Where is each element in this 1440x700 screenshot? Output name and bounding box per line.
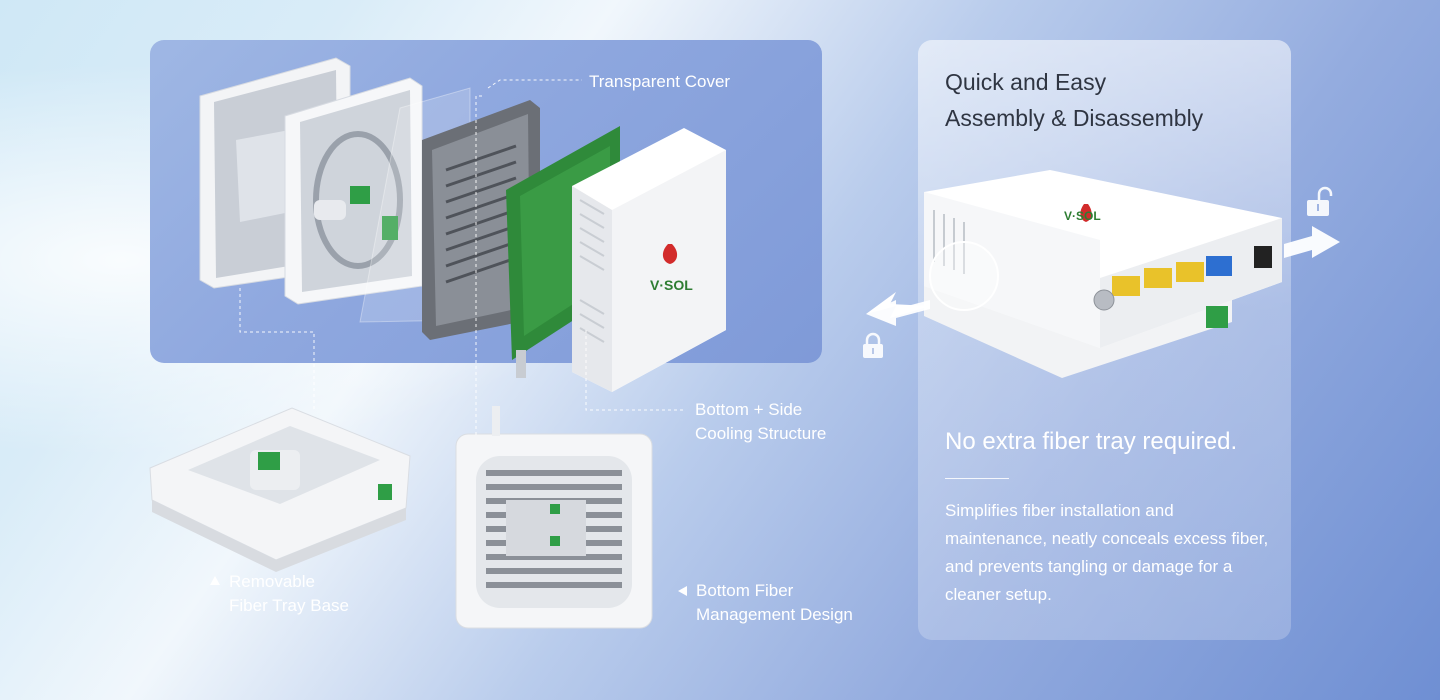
- fiber-tray-base: [149, 407, 411, 572]
- leader-lines: [239, 79, 686, 436]
- ont-brand-logo: V·SOL: [650, 277, 693, 293]
- assembled-ont: V·SOL: [924, 170, 1282, 378]
- unlock-icon: [1307, 186, 1333, 216]
- ont-device-body: V·SOL: [572, 128, 726, 392]
- transparent-cover-label: Transparent Cover: [589, 72, 731, 91]
- fiber-management-line2: Management Design: [696, 605, 853, 624]
- wall-plate-front: [284, 77, 423, 305]
- triangle-left-icon: [678, 586, 687, 596]
- cooling-structure-label: Bottom + Side Cooling Structure: [695, 398, 826, 446]
- cooling-structure-line1: Bottom + Side: [695, 400, 803, 419]
- feature-divider: [945, 478, 1009, 479]
- fiber-management-label: Bottom Fiber Management Design: [696, 579, 853, 627]
- triangle-up-icon: [210, 576, 220, 585]
- lock-icon: [863, 332, 883, 358]
- fiber-management-line1: Bottom Fiber: [696, 581, 794, 600]
- arrow-left-icon: [866, 292, 930, 318]
- feature-description: Simplifies fiber installation and mainte…: [945, 501, 1269, 604]
- arrow-right-icon: [1284, 226, 1340, 258]
- arrow-left-icon: [866, 300, 930, 326]
- fiber-tray-line2: Fiber Tray Base: [229, 596, 349, 615]
- fiber-tray-label: Removable Fiber Tray Base: [229, 570, 349, 618]
- feature-heading-line2: Assembly & Disassembly: [945, 105, 1204, 131]
- assembled-brand-logo: V·SOL: [1064, 209, 1101, 223]
- feature-subheading: No extra fiber tray required.: [945, 428, 1238, 455]
- fiber-tray-line1: Removable: [229, 572, 315, 591]
- feature-heading-line1: Quick and Easy: [945, 69, 1107, 95]
- feature-heading: Quick and Easy Assembly & Disassembly: [945, 64, 1275, 136]
- cooling-structure-line2: Cooling Structure: [695, 424, 827, 443]
- bottom-view-device: [455, 406, 653, 629]
